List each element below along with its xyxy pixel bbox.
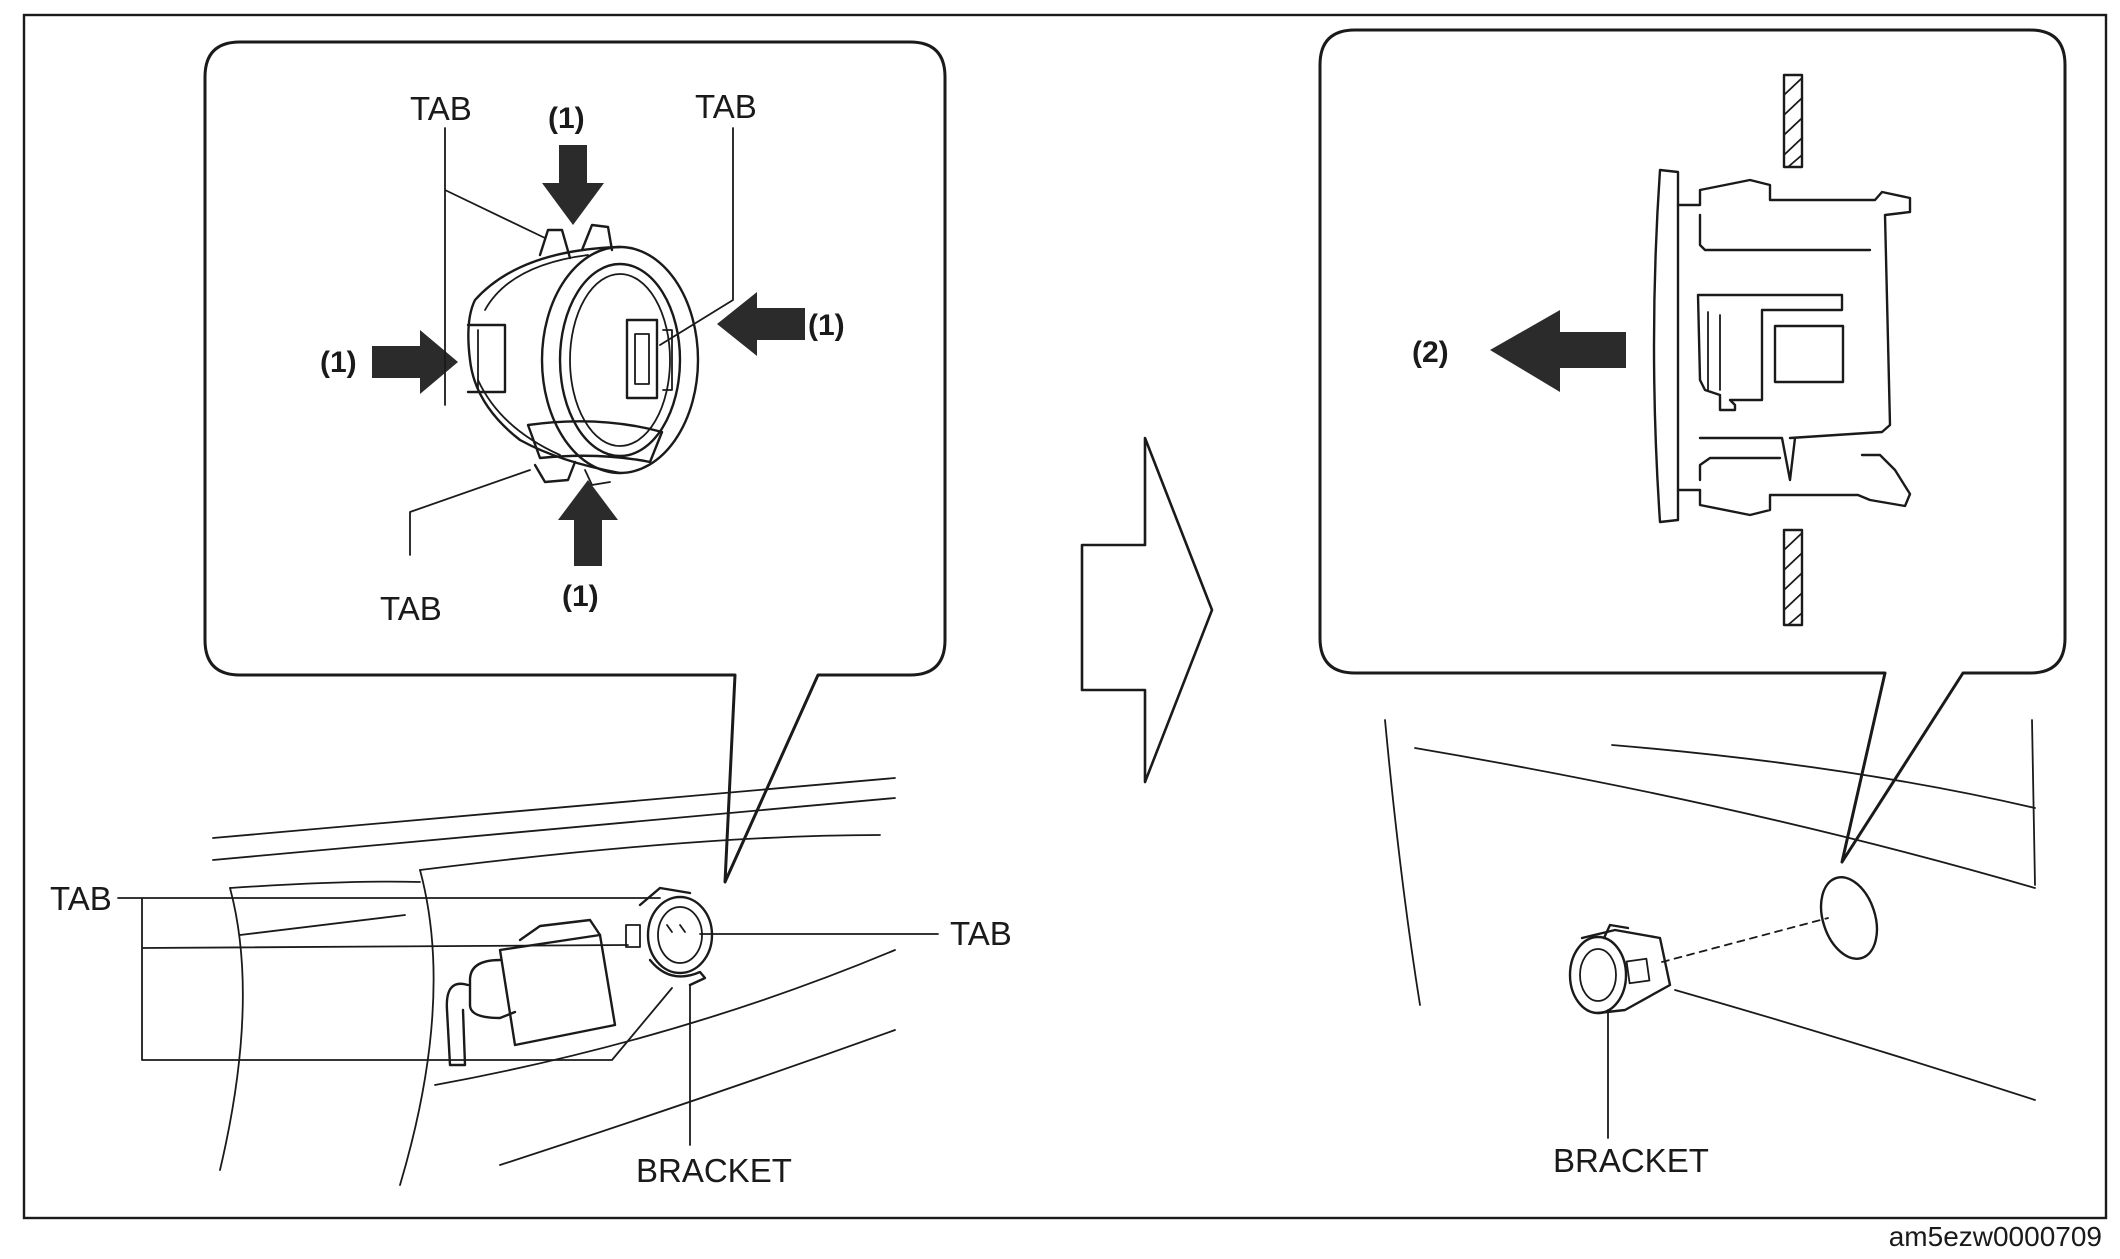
label-step1-top: (1) <box>548 102 585 135</box>
sequence-arrow-icon <box>1080 436 1214 784</box>
label-step1-right: (1) <box>808 309 845 342</box>
leader-tab-bottom <box>409 469 531 556</box>
push-arrow-top <box>542 145 604 225</box>
label-scene-bracket: BRACKET <box>636 1152 792 1189</box>
remove-arrow-left <box>1490 310 1626 392</box>
left-panel: TAB TAB TAB (1) (1) (1) (1) <box>50 40 1012 1189</box>
leader-scene-tab-left <box>117 897 673 1061</box>
label-scene-tab-right: TAB <box>950 915 1012 952</box>
outer-frame <box>22 13 2108 1220</box>
leader-tab-top-right <box>659 127 734 346</box>
leader-tab-top-left <box>444 127 546 406</box>
bumper-scene-left <box>212 777 896 1186</box>
label-step1-left: (1) <box>320 346 357 379</box>
panel-cross-section <box>1782 73 1804 627</box>
bracket-section-drawing <box>1652 168 1912 524</box>
label-scene-tab-left: TAB <box>50 880 112 917</box>
push-arrow-right <box>717 292 805 356</box>
label-tab-top-left: TAB <box>410 90 472 127</box>
right-callout-bubble <box>1318 28 2067 864</box>
label-tab-top-right: TAB <box>695 88 757 125</box>
label-step1-bottom: (1) <box>562 580 599 613</box>
label-tab-bottom: TAB <box>380 590 442 627</box>
bumper-scene-right <box>1384 719 2036 1101</box>
push-arrow-bottom <box>558 480 618 566</box>
label-step2: (2) <box>1412 336 1449 369</box>
right-panel: (2) BRACKET <box>1318 28 2067 1179</box>
push-arrow-left <box>372 330 458 394</box>
label-right-bracket: BRACKET <box>1553 1142 1709 1179</box>
clip-detail-drawing <box>466 223 700 486</box>
figure-id: am5ezw0000709 <box>1889 1221 2102 1252</box>
